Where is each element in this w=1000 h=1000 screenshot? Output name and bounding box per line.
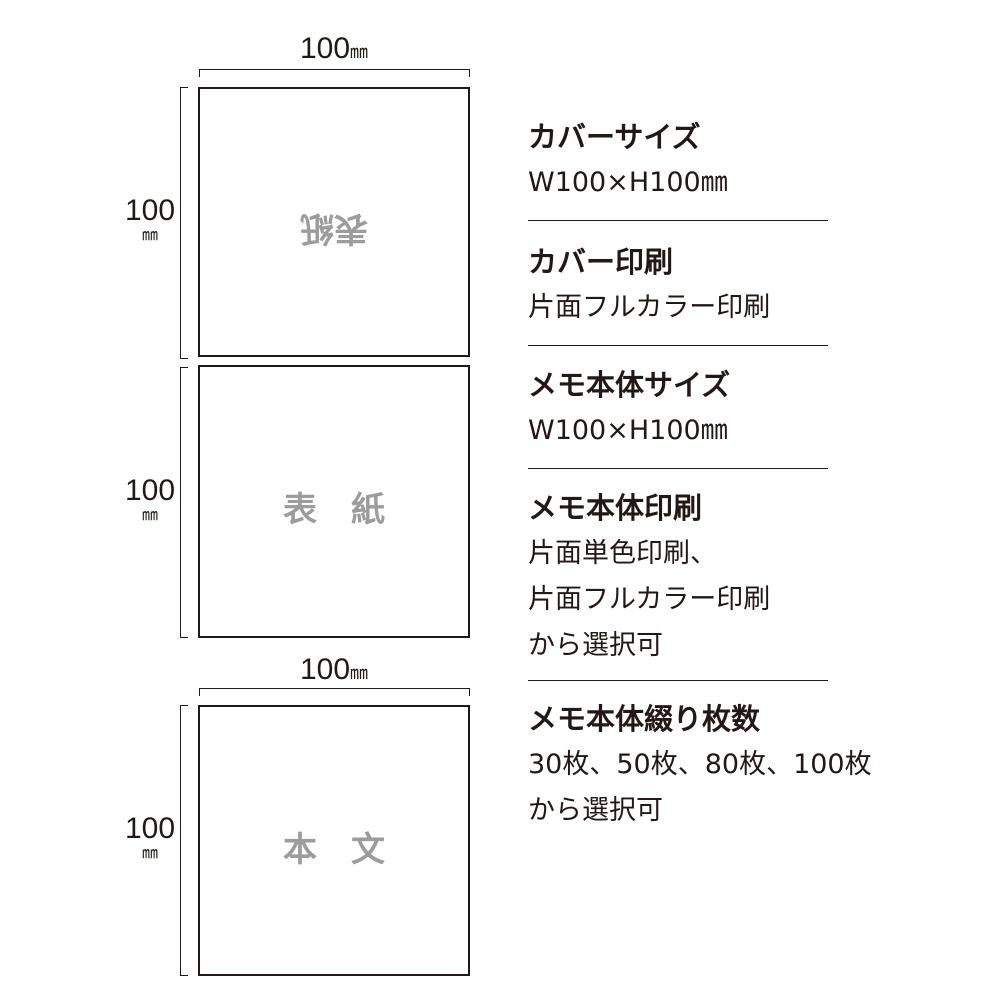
- spec-heading: メモ本体綴り枚数: [528, 702, 761, 736]
- spec-divider: [528, 345, 828, 346]
- spec-value: から選択可: [528, 630, 663, 661]
- spec-heading: カバー印刷: [528, 245, 674, 279]
- front-height-value: 100: [124, 474, 176, 507]
- spec-value: W100×H100㎜: [528, 415, 728, 446]
- top-width-value: 100: [299, 32, 351, 65]
- spec-value: 片面フルカラー印刷: [528, 584, 771, 615]
- spec-value: 30枚、50枚、80枚、100枚: [528, 749, 872, 780]
- body-width-label: 100㎜: [198, 655, 470, 688]
- spec-value: 片面フルカラー印刷: [528, 292, 771, 323]
- spec-heading: メモ本体サイズ: [528, 368, 731, 402]
- front-height-label: 100 ㎜: [120, 476, 180, 524]
- spec-heading: カバーサイズ: [528, 120, 701, 154]
- body-height-label: 100 ㎜: [120, 814, 180, 862]
- spec-value: から選択可: [528, 795, 663, 826]
- body-height-bracket: [180, 705, 188, 976]
- cover-back-label: 表紙: [300, 208, 368, 248]
- cover-height-bracket: [180, 87, 188, 359]
- spec-divider: [528, 468, 828, 469]
- spec-value: W100×H100㎜: [528, 167, 728, 198]
- spec-body-sheets: メモ本体綴り枚数 30枚、50枚、80枚、100枚 から選択可: [528, 696, 872, 834]
- top-width-unit: ㎜: [350, 42, 369, 62]
- front-height-unit: ㎜: [141, 507, 158, 524]
- cover-height-label: 100 ㎜: [120, 196, 180, 244]
- memo-body-label: 本 文: [283, 830, 385, 870]
- body-height-unit: ㎜: [141, 845, 158, 862]
- front-height-bracket: [180, 367, 188, 638]
- cover-front-label: 表 紙: [283, 490, 385, 530]
- memo-body-panel: 本 文: [198, 705, 470, 976]
- cover-height-unit: ㎜: [141, 227, 158, 244]
- spec-cover-size: カバーサイズ W100×H100㎜: [528, 114, 828, 206]
- body-width-value: 100: [299, 653, 351, 686]
- spec-body-print: メモ本体印刷 片面単色印刷、 片面フルカラー印刷 から選択可: [528, 485, 828, 669]
- top-width-bracket: [199, 69, 470, 77]
- spec-heading: メモ本体印刷: [528, 491, 703, 525]
- spec-divider: [528, 220, 828, 221]
- cover-front-panel: 表 紙: [198, 365, 470, 638]
- body-width-bracket: [199, 688, 470, 696]
- cover-height-value: 100: [124, 194, 176, 227]
- body-height-value: 100: [124, 812, 176, 845]
- spec-divider: [528, 680, 828, 681]
- top-width-label: 100㎜: [198, 34, 470, 67]
- spec-value: 片面単色印刷、: [528, 538, 717, 569]
- body-width-unit: ㎜: [350, 663, 369, 683]
- spec-body-size: メモ本体サイズ W100×H100㎜: [528, 362, 828, 454]
- cover-back-panel: 表紙: [198, 87, 470, 357]
- spec-cover-print: カバー印刷 片面フルカラー印刷: [528, 239, 828, 331]
